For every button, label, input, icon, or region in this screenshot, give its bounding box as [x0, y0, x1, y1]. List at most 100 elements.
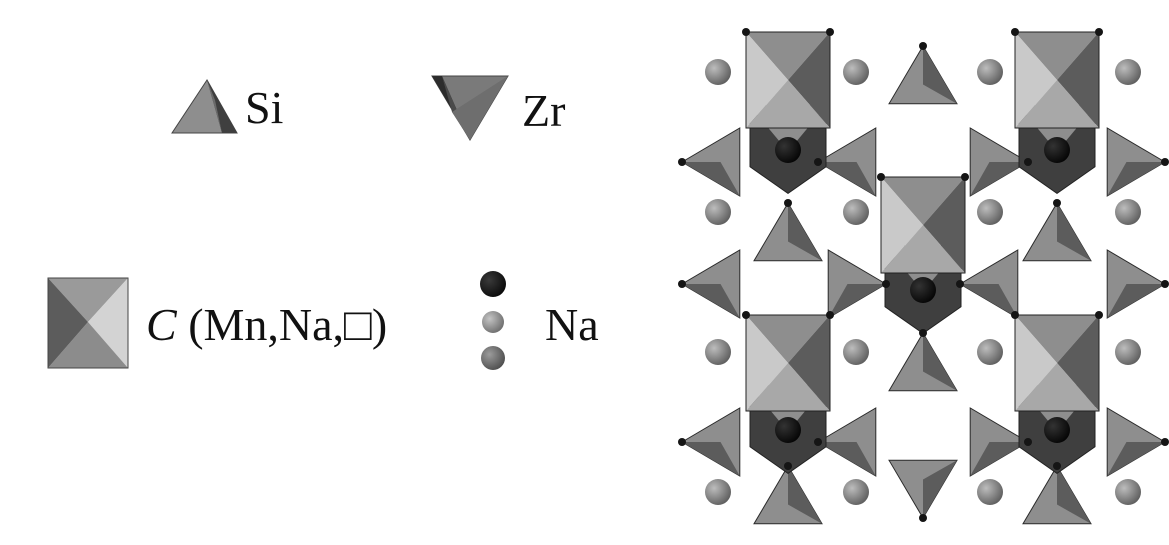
apex-atom [1053, 462, 1061, 470]
na-label: Na [545, 299, 599, 350]
corner-atom [1095, 28, 1103, 36]
corner-atom [1011, 311, 1019, 319]
c-polyhedron-face [746, 315, 788, 411]
na-atom [977, 339, 1003, 365]
si-tetrahedron-face [682, 442, 740, 476]
na-atom [977, 59, 1003, 85]
c-polyhedron-face [1015, 315, 1099, 363]
c-symbol: C [146, 299, 177, 350]
si-tetrahedron-face [1057, 466, 1091, 524]
c-polyhedron-face [746, 32, 788, 128]
legend-shapes [47, 75, 509, 370]
c-composition: (Mn,Na,□) [188, 299, 388, 350]
si-tetrahedron-face [923, 460, 957, 518]
na-atom [1115, 339, 1141, 365]
apex-atom [814, 438, 822, 446]
c-polyhedron-outline [745, 31, 831, 129]
si-tetrahedron-face [682, 284, 740, 318]
apex-atom [678, 158, 686, 166]
corner-atom [742, 311, 750, 319]
na-atom-central [775, 417, 801, 443]
c-polyhedron-face [1015, 363, 1099, 411]
c-polyhedron-face [746, 315, 830, 363]
apex-atom [1053, 199, 1061, 207]
si-tetrahedron-icon [171, 79, 238, 134]
c-polyhedron-face [1057, 32, 1099, 128]
c-polyhedron-face [1015, 32, 1099, 80]
si-tetrahedron-face [788, 203, 822, 261]
apex-atom [956, 280, 964, 288]
c-label: C (Mn,Na,□) [146, 302, 387, 348]
c-polyhedron-face [923, 177, 965, 273]
apex-atom [814, 158, 822, 166]
na-sphere-grey-icon [482, 311, 504, 333]
na-atom [977, 199, 1003, 225]
apex-atom [678, 438, 686, 446]
si-tetrahedron-face [1057, 203, 1091, 261]
na-atom [705, 339, 731, 365]
apex-atom [784, 462, 792, 470]
na-atom [843, 479, 869, 505]
na-atom [843, 199, 869, 225]
c-polyhedron-face [881, 177, 923, 273]
c-polyhedron-face [788, 315, 830, 411]
apex-atom [1024, 158, 1032, 166]
c-polyhedron-icon [47, 277, 129, 369]
na-atom [705, 199, 731, 225]
apex-atom [678, 280, 686, 288]
zr-octahedron-icon [431, 75, 509, 141]
si-tetrahedron-face [970, 162, 1028, 196]
apex-atom [1161, 438, 1169, 446]
na-atom [1115, 59, 1141, 85]
c-polyhedron-outline [1014, 314, 1100, 412]
na-atom-central [1044, 417, 1070, 443]
na-atom [705, 59, 731, 85]
na-atom [843, 59, 869, 85]
crystal-structure-diagram [678, 28, 1169, 525]
c-polyhedron-face [746, 363, 830, 411]
na-atom-central [775, 137, 801, 163]
zr-label: Zr [522, 85, 566, 136]
si-tetrahedra-layer [681, 45, 1166, 525]
corner-atom [877, 173, 885, 181]
si-tetrahedron-face [788, 466, 822, 524]
c-polyhedron-outline [1014, 31, 1100, 129]
si-tetrahedron-face [960, 284, 1018, 318]
c-polyhedron-outline [880, 176, 966, 274]
c-polyhedron-outline [745, 314, 831, 412]
na-sphere-black-icon [480, 271, 506, 297]
c-polyhedron-face [881, 225, 965, 273]
apex-atom [919, 329, 927, 337]
corner-atom [742, 28, 750, 36]
na-atom [977, 479, 1003, 505]
c-polyhedron-face [746, 32, 830, 80]
c-polyhedron-face [1015, 80, 1099, 128]
apex-atom [784, 199, 792, 207]
na-atom [705, 479, 731, 505]
corner-atom [826, 311, 834, 319]
si-tetrahedron-face [818, 442, 876, 476]
si-tetrahedron-face [828, 284, 886, 318]
na-atom [1115, 199, 1141, 225]
corner-atom [826, 28, 834, 36]
apex-atom [919, 42, 927, 50]
c-polyhedra-layer [745, 31, 1100, 412]
corner-atom [1095, 311, 1103, 319]
si-tetrahedron-face [818, 162, 876, 196]
c-polyhedron-face [746, 80, 830, 128]
corner-atom [961, 173, 969, 181]
legend: Si Zr C (Mn,Na,□) Na [47, 75, 599, 370]
c-polyhedron-face [881, 177, 965, 225]
na-atom [843, 339, 869, 365]
na-sphere-dark-icon [481, 346, 505, 370]
si-tetrahedron-face [923, 333, 957, 391]
corner-atom [1011, 28, 1019, 36]
si-label: Si [245, 82, 284, 133]
apex-atom [1161, 158, 1169, 166]
si-tetrahedron-face [923, 46, 957, 104]
si-tetrahedron-face [970, 442, 1028, 476]
c-polyhedron-face [1015, 315, 1057, 411]
apex-atom [1024, 438, 1032, 446]
apex-atom [919, 514, 927, 522]
apex-atom [1161, 280, 1169, 288]
